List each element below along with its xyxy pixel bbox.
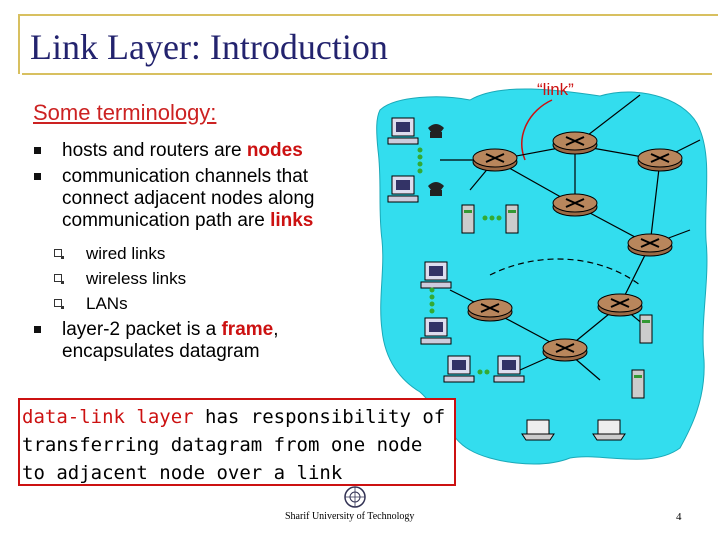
computer-icon	[420, 261, 452, 289]
term-frame: frame	[221, 319, 274, 340]
hollow-square-icon	[54, 249, 64, 259]
router-icon	[472, 148, 518, 172]
bullet-text: , encapsulates datagram	[62, 319, 279, 362]
slide-frame-left	[18, 14, 20, 74]
definition-box: data-link layer has responsibility of tr…	[18, 398, 456, 486]
definition-line2: transferring datagram from one node	[22, 434, 423, 456]
link-callout-label: “link”	[537, 80, 574, 99]
slide-title: Link Layer: Introduction	[30, 27, 388, 67]
router-icon	[467, 298, 513, 322]
section-subtitle: Some terminology:	[33, 100, 217, 125]
router-icon	[627, 233, 673, 257]
sub-bullet-text: LANs	[86, 294, 128, 313]
server-icon	[631, 369, 645, 399]
sub-bullet: wireless links	[32, 269, 372, 289]
bullet-nodes: hosts and routers are nodes	[32, 140, 372, 162]
hollow-square-icon	[54, 274, 64, 284]
footer-text: Sharif University of Technology	[285, 511, 415, 522]
router-icon	[552, 131, 598, 155]
computer-icon	[443, 355, 475, 383]
computer-icon	[493, 355, 525, 383]
definition-term: data-link layer	[22, 406, 194, 428]
phone-icon	[428, 182, 444, 196]
server-icon	[505, 204, 519, 234]
bullet-square-icon	[34, 147, 41, 154]
router-icon	[597, 293, 643, 317]
bullet-square-icon	[34, 326, 41, 333]
computer-icon	[420, 317, 452, 345]
term-nodes: nodes	[246, 140, 303, 161]
bullet-list: hosts and routers are nodes communicatio…	[32, 140, 372, 367]
server-icon	[639, 314, 653, 344]
router-icon	[552, 193, 598, 217]
sub-bullet-text: wired links	[86, 244, 166, 263]
laptop-icon	[592, 419, 626, 441]
bullet-links: communication channels that connect adja…	[32, 166, 372, 232]
definition-line1: has responsibility of	[193, 406, 446, 428]
phone-icon	[428, 124, 444, 138]
definition-line3: to adjacent node over a link	[22, 462, 343, 484]
bullet-text: communication channels that connect adja…	[62, 166, 315, 231]
link-pointer	[521, 99, 553, 161]
sub-bullet: LANs	[32, 294, 372, 314]
bullet-text: hosts and routers are	[62, 140, 247, 161]
university-logo-icon	[344, 486, 366, 508]
term-links: links	[270, 210, 314, 231]
sub-bullet: wired links	[32, 244, 372, 264]
laptop-icon	[521, 419, 555, 441]
sub-bullet-text: wireless links	[86, 269, 187, 288]
router-icon	[637, 148, 683, 172]
bullet-frame: layer-2 packet is a frame, encapsulates …	[32, 319, 372, 363]
page-number: 4	[676, 511, 682, 523]
bullet-square-icon	[34, 173, 41, 180]
computer-icon	[387, 175, 419, 203]
computer-icon	[387, 117, 419, 145]
title-rule	[22, 73, 712, 75]
slide-frame-top	[18, 14, 718, 16]
server-icon	[461, 204, 475, 234]
bullet-text: layer-2 packet is a	[62, 319, 222, 340]
router-icon	[542, 338, 588, 362]
hollow-square-icon	[54, 299, 64, 309]
